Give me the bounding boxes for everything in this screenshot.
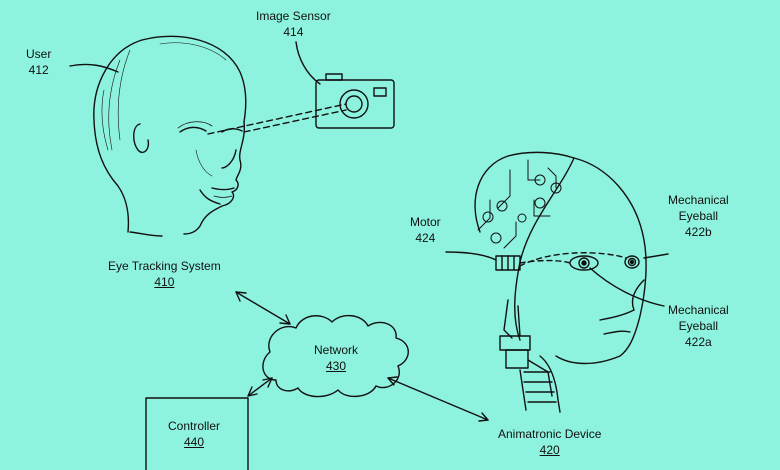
connector-arrows [235, 291, 489, 422]
label-eyeball-a-ref: 422a [685, 335, 712, 349]
animatronic-head-drawing [445, 151, 669, 413]
label-network-name: Network [314, 343, 359, 357]
network-cloud [262, 315, 409, 398]
label-animatronic-ref: 420 [539, 443, 560, 457]
label-eye-tracking-system: Eye Tracking System 410 [108, 258, 221, 290]
label-mechanical-eyeball-a: Mechanical Eyeball 422a [668, 302, 729, 350]
gaze-lines [207, 103, 347, 135]
label-user-ref: 412 [28, 63, 49, 77]
label-motor: Motor 424 [410, 214, 441, 246]
label-eyeball-b-line1: Mechanical [668, 193, 729, 207]
label-motor-name: Motor [410, 215, 441, 229]
label-image-sensor: Image Sensor 414 [256, 8, 331, 40]
label-eyeball-b-ref: 422b [685, 225, 712, 239]
label-controller: Controller 440 [168, 418, 220, 450]
label-controller-name: Controller [168, 419, 221, 433]
label-network: Network 430 [314, 342, 358, 374]
label-motor-ref: 424 [415, 231, 436, 245]
user-head-drawing [69, 35, 247, 237]
label-animatronic-name: Animatronic Device [498, 427, 602, 441]
label-animatronic-device: Animatronic Device 420 [498, 426, 601, 458]
label-eyeball-a-line1: Mechanical [668, 303, 729, 317]
label-eyeball-b-line2: Eyeball [678, 209, 719, 223]
camera-icon [295, 41, 395, 129]
label-network-ref: 430 [325, 359, 347, 373]
label-user-name: User [26, 47, 52, 61]
label-image-sensor-ref: 414 [283, 25, 304, 39]
label-user: User 412 [26, 46, 51, 78]
label-controller-ref: 440 [184, 435, 205, 449]
controller-box [145, 397, 249, 470]
label-image-sensor-name: Image Sensor [256, 9, 331, 23]
label-eye-tracking-name: Eye Tracking System [108, 259, 221, 273]
label-eye-tracking-ref: 410 [154, 275, 175, 289]
label-mechanical-eyeball-b: Mechanical Eyeball 422b [668, 192, 729, 240]
label-eyeball-a-line2: Eyeball [678, 319, 719, 333]
